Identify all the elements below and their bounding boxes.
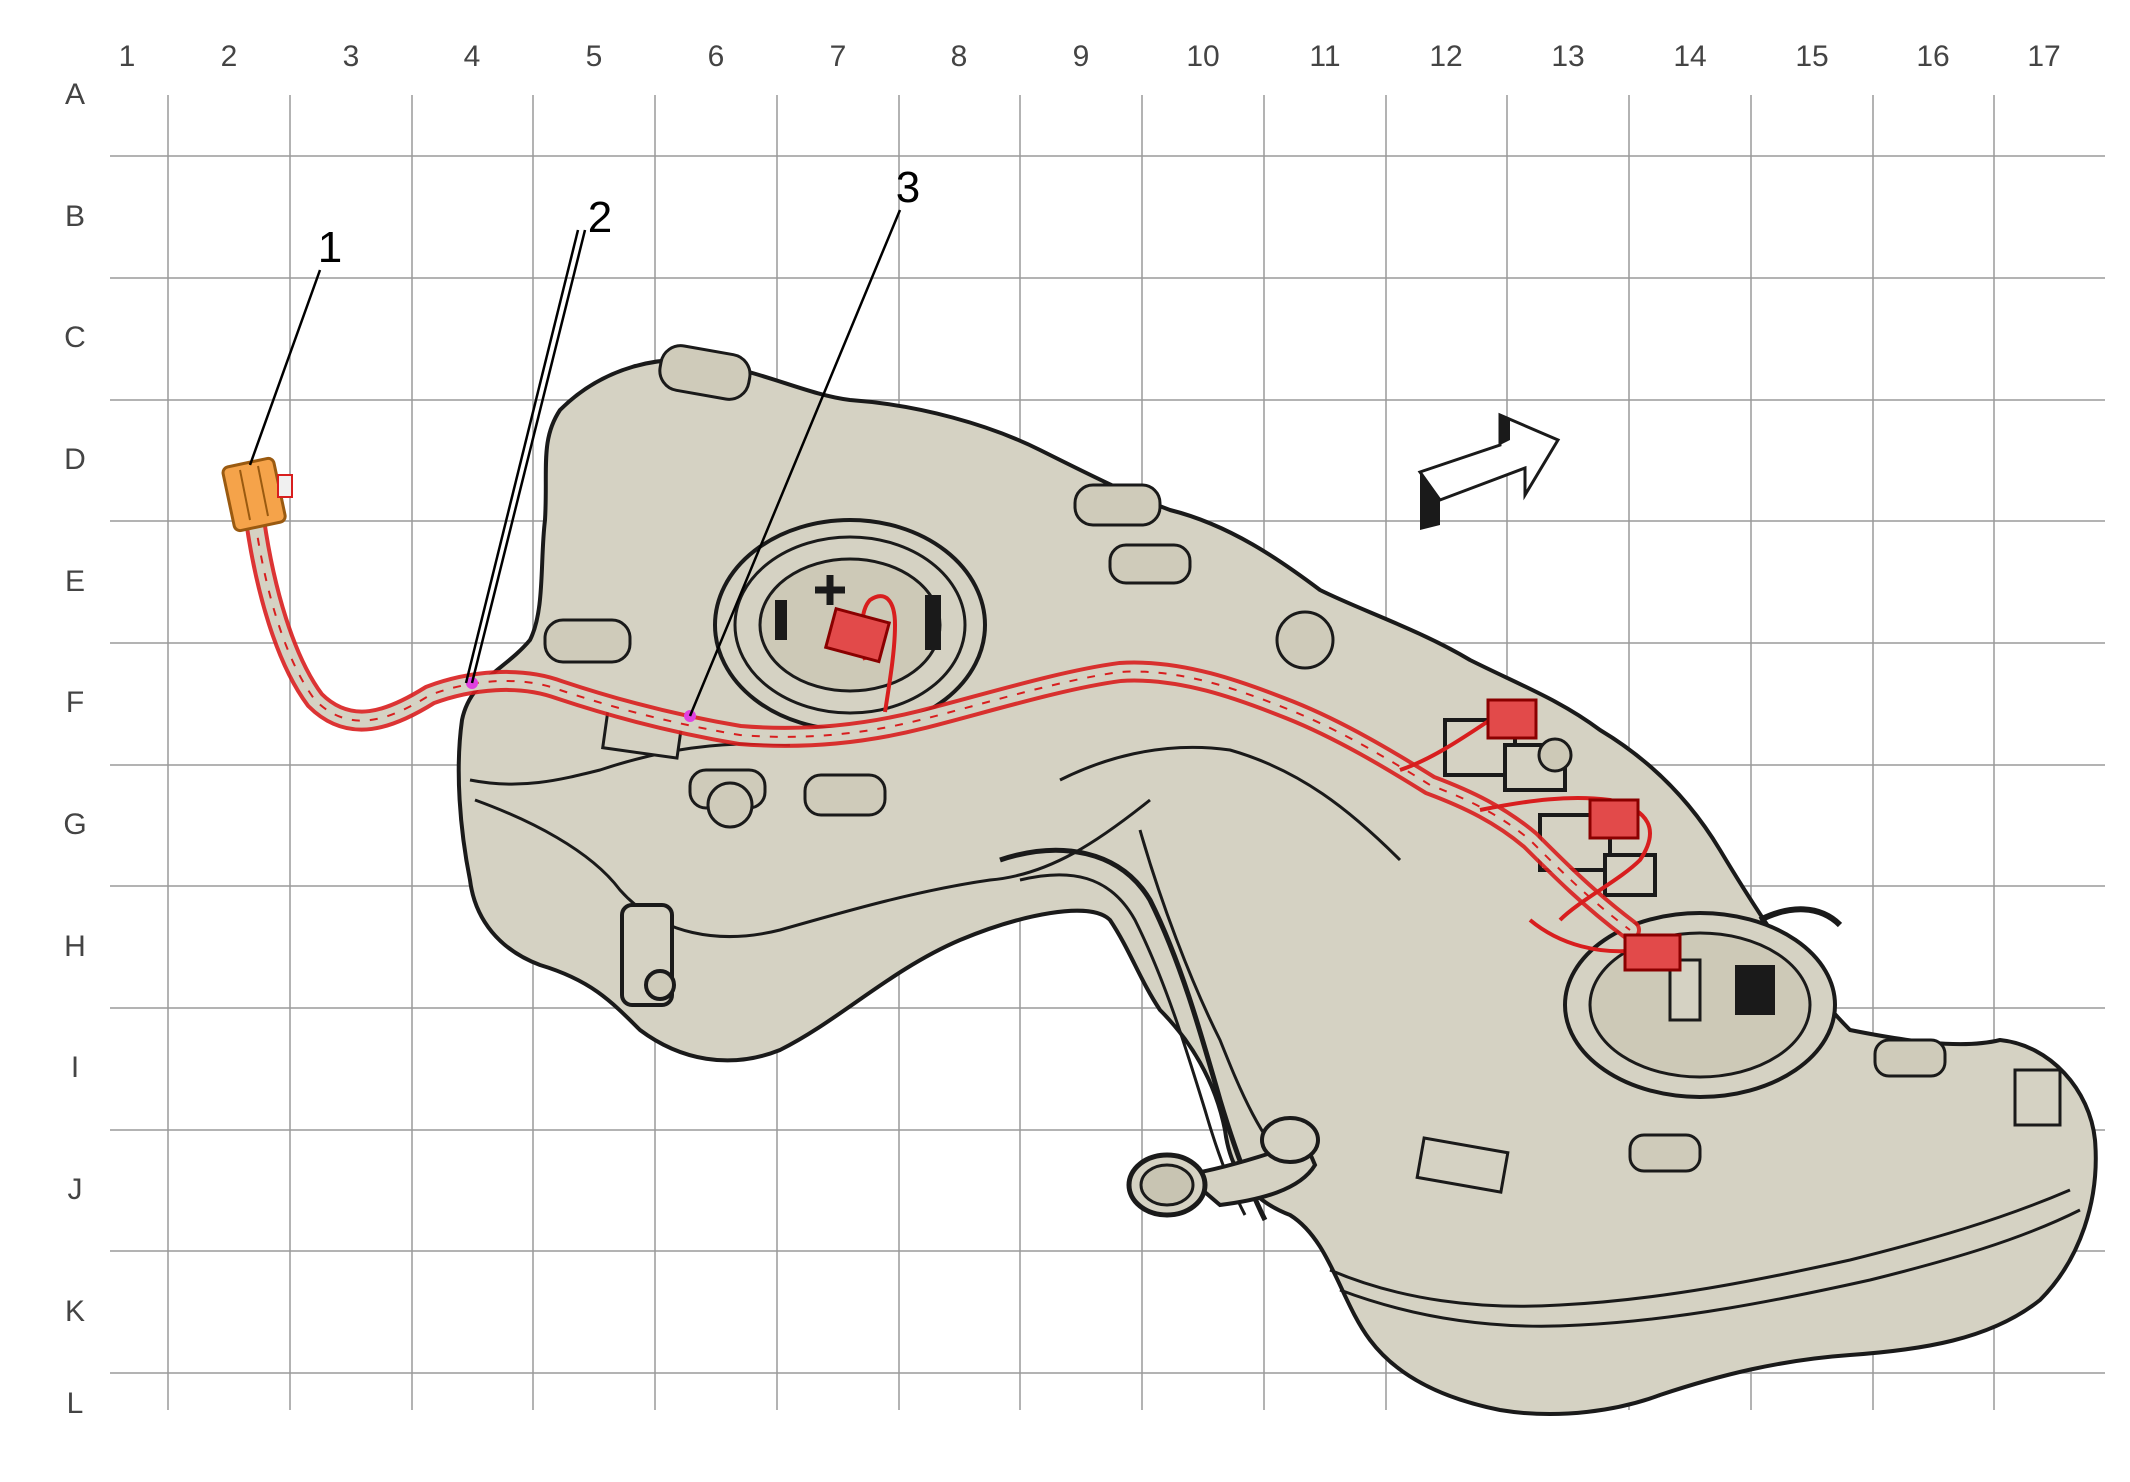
tank-pad [1628,1133,1702,1173]
forward-arrow-icon [1417,412,1561,530]
col-label: 6 [708,40,725,73]
right-pump-connector [1623,933,1682,972]
left-pump-connector [823,606,892,664]
tank-bracket [1415,1136,1510,1194]
callout-leader-3 [688,209,902,717]
tank-strap [999,847,1268,1222]
row-label: J [68,1173,83,1206]
tank-dimple [1275,610,1335,670]
fuel-tank [456,344,2098,1416]
tank-mount-bolt [644,969,676,1001]
col-label: 4 [464,40,481,73]
callout-1: 1 [318,223,342,272]
filler-neck-inner [1139,1163,1195,1207]
tank-pad [803,773,887,817]
row-label: A [65,78,85,111]
tank-strap [1019,873,1247,1216]
row-label: F [66,686,84,719]
col-label: 14 [1673,40,1706,73]
tank-pad [1873,1038,1947,1078]
tank-ridge-line [474,798,1151,939]
tank-pad [658,344,752,401]
valve-connector-lower [1588,798,1640,840]
col-label: 2 [221,40,238,73]
col-label: 5 [586,40,603,73]
tank-ridge-line [1339,1208,2081,1328]
row-label: D [64,443,86,476]
col-label: 10 [1186,40,1219,73]
row-label: L [67,1387,84,1420]
harness-connectors [823,606,1682,972]
col-label: 9 [1073,40,1090,73]
col-label: 15 [1795,40,1828,73]
harness-branch-valves [1399,718,1652,922]
tank-pad [543,618,632,664]
harness-center-line [254,519,1631,931]
col-label: 12 [1429,40,1462,73]
row-label: G [63,808,86,841]
tank-body [456,358,2098,1416]
column-labels: 1 2 3 4 5 6 7 8 9 10 11 12 13 14 15 16 1… [119,40,2061,73]
callout-leader-2b [464,229,580,684]
right-fuel-pump-module [1563,911,1837,1099]
row-label: B [65,200,85,233]
tank-pad [1108,543,1192,585]
col-label: 3 [343,40,360,73]
row-labels: A B C D E F G H I J K L [63,78,86,1420]
col-label: 11 [1309,40,1340,73]
row-label: E [65,565,85,598]
harness-connector-1 [221,456,293,533]
filler-neck-collar [1260,1116,1320,1164]
row-label: K [65,1295,85,1328]
callout-3: 3 [896,163,920,212]
tank-pad [1073,483,1162,527]
valve-connector-upper [1486,698,1538,740]
callout-leader-2 [470,229,587,684]
col-label: 17 [2027,40,2060,73]
col-label: 7 [830,40,847,73]
row-label: H [64,930,86,963]
callout-2: 2 [588,193,612,242]
col-label: 8 [951,40,968,73]
tank-dimple [706,781,754,829]
callout-numbers: 1 2 3 [318,163,920,272]
callout-leader-1 [248,269,322,466]
col-label: 13 [1551,40,1584,73]
col-label: 16 [1916,40,1949,73]
col-label: 1 [119,40,136,73]
tank-ridge-line [1059,745,1402,862]
tank-bracket [2013,1068,2062,1127]
callout-leaders [248,209,902,717]
row-label: C [64,321,86,354]
row-label: I [71,1051,79,1084]
tank-ridge-line [1329,1188,2071,1308]
